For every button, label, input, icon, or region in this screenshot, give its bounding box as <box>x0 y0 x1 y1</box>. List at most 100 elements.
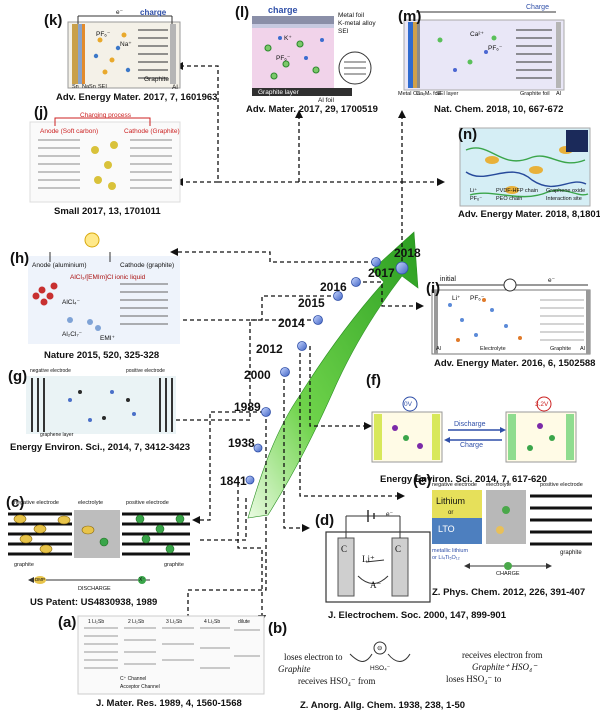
panel-m-bottom: Al <box>556 91 561 97</box>
panel-d-e: e⁻ <box>386 511 394 518</box>
panel-a-label: (a) <box>58 614 77 631</box>
panel-k-anion: PF₆⁻ <box>96 31 111 38</box>
panel-m-citation: Nat. Chem. 2018, 10, 667-672 <box>434 104 564 115</box>
panel-m-cation: Ca²⁺ <box>470 31 484 38</box>
panel-a-note: Acceptor Channel <box>120 684 160 690</box>
panel-n-legend: Interaction site <box>546 196 582 202</box>
panel-i-al: Al <box>436 346 441 352</box>
panel-f-v2: 3.2V <box>535 401 549 408</box>
panel-f-citation: Energy Environ. Sci. 2014, 7, 617-620 <box>380 474 547 485</box>
panel-n-legend: PEO chain <box>496 196 523 202</box>
panel-n-citation: Adv. Energy Mater. 2018, 8,1801219 <box>458 209 600 220</box>
panel-e-lto: LTO <box>438 524 455 534</box>
panel-n-legend: Graphene oxide <box>546 188 586 194</box>
panel-b-text: receives HSO₄⁻ from <box>298 676 376 686</box>
panel-n-legend: PF₆⁻ <box>470 196 483 202</box>
panel-e-label: (e) <box>413 472 432 489</box>
panel-c-label: (c) <box>6 494 25 511</box>
panel-j-anode: Anode (Soft carbon) <box>40 128 99 135</box>
panel-a-stage: 2 Li₂Sb <box>128 619 145 625</box>
panel-g-bottom: graphene layer <box>40 432 74 438</box>
panel-m-anion: PF₆⁻ <box>488 45 503 52</box>
panel-h-anode: Anode (aluminium) <box>32 262 87 269</box>
panel-i-graphite: Graphite <box>550 346 572 352</box>
panel-m-bottom: SEI layer <box>436 91 459 97</box>
panel-d-citation: J. Electrochem. Soc. 2000, 147, 899-901 <box>328 610 506 621</box>
panel-c-ion-left: DMP <box>35 577 45 582</box>
panel-g-negative: negative electrode <box>30 368 71 374</box>
panel-b-art <box>349 641 411 662</box>
panel-b-text: Graphite⁺ HSO₄⁻ <box>472 662 537 672</box>
panel-h-electrolyte: AlCl₃/[EMIm]Cl ionic liquid <box>70 274 146 281</box>
panel-f-charge: Charge <box>460 442 483 449</box>
panel-k-graphite: Graphite <box>144 76 169 83</box>
timeline-nodes <box>245 257 409 485</box>
panel-n-legend: Li⁺ <box>470 188 478 194</box>
connector-lines <box>176 65 437 618</box>
panel-k-label: (k) <box>44 12 63 29</box>
panel-l-citation: Adv. Mater. 2017, 29, 1700519 <box>246 104 378 115</box>
year-label: 1938 <box>228 436 255 450</box>
year-label: 2012 <box>256 342 283 356</box>
panel-i-ion: Li⁺ <box>452 295 461 302</box>
panel-i-citation: Adv. Energy Mater. 2016, 6, 1502588 <box>434 358 596 369</box>
panel-m-art <box>403 11 565 91</box>
panel-k-cation: Na⁺ <box>120 41 132 48</box>
panel-n-art <box>459 127 591 207</box>
panel-a-stage: 1 Li₂Sb <box>88 619 105 625</box>
panel-g-label: (g) <box>8 368 28 385</box>
panel-d-art <box>325 510 431 603</box>
panel-k-al: Al <box>172 84 178 91</box>
panel-h-species: Al₂Cl₇⁻ <box>62 331 83 338</box>
panel-h-citation: Nature 2015, 520, 325-328 <box>44 350 160 361</box>
panel-e-metallic2: or Li₄Ti₅O₁₂ <box>432 555 460 561</box>
panel-a-stage: 4 Li₂Sb <box>204 619 221 625</box>
panel-l-bottom: Graphite layer <box>258 89 299 96</box>
panel-e-metallic: metallic lithium <box>432 548 469 554</box>
panel-g-positive: positive electrode <box>126 368 165 374</box>
panel-k-art <box>67 15 181 89</box>
panel-a-stage: 3 Li₂Sb <box>166 619 183 625</box>
panel-j-citation: Small 2017, 13, 1701011 <box>54 206 161 217</box>
year-label: 2015 <box>298 296 325 310</box>
panel-i-initial: initial <box>440 276 456 283</box>
panel-c-graphite-right: graphite <box>164 562 184 568</box>
panel-f-v1: 0V <box>404 401 412 408</box>
panel-e-or: or <box>448 510 454 516</box>
panel-b-text: Graphite <box>278 664 311 674</box>
panel-c-art <box>8 510 190 584</box>
panel-l-charge: charge <box>268 5 298 15</box>
panel-m-bottom: CaₓMₙ foil <box>416 91 441 97</box>
panel-b-text: loses electron to <box>284 652 343 662</box>
panel-e-charge: CHARGE <box>496 571 520 577</box>
panel-a-citation: J. Mater. Res. 1989, 4, 1560-1568 <box>96 698 242 709</box>
panel-c-discharge: DISCHARGE <box>78 586 111 592</box>
year-label: 2018 <box>394 246 421 260</box>
panel-i-electron: e⁻ <box>548 277 556 284</box>
panel-h-species: AlCl₄⁻ <box>62 299 81 306</box>
panel-d-c1: C <box>341 544 348 554</box>
panel-l-anion: PF₆⁻ <box>276 55 291 62</box>
year-label: 2017 <box>368 266 395 280</box>
panel-l-layer: Metal foil <box>338 12 365 19</box>
panel-d-a: A⁻ <box>370 580 382 590</box>
year-label: 1989 <box>234 400 261 414</box>
panel-m-bottom: Graphite foil <box>520 91 550 97</box>
panel-b-text: receives electron from <box>462 650 543 660</box>
panel-c-positive: positive electrode <box>126 500 169 506</box>
panel-e-art <box>432 490 592 570</box>
year-label: 2000 <box>244 368 271 382</box>
panel-i-al: Al <box>580 346 585 352</box>
panel-g-citation: Energy Environ. Sci., 2014, 7, 3412-3423 <box>10 442 191 453</box>
year-label: 2014 <box>278 316 305 330</box>
panel-c-graphite-left: graphite <box>14 562 34 568</box>
panel-h-label: (h) <box>10 250 30 267</box>
panel-h-species: EMI⁺ <box>100 335 115 342</box>
panel-a-stage: dilute <box>238 619 250 625</box>
panel-i-electrolyte: Electrolyte <box>480 346 506 352</box>
panel-m-bottom: Metal Ca <box>398 91 421 97</box>
timeline-arrow <box>247 231 419 519</box>
panel-k-left-label: Sn <box>72 84 79 90</box>
